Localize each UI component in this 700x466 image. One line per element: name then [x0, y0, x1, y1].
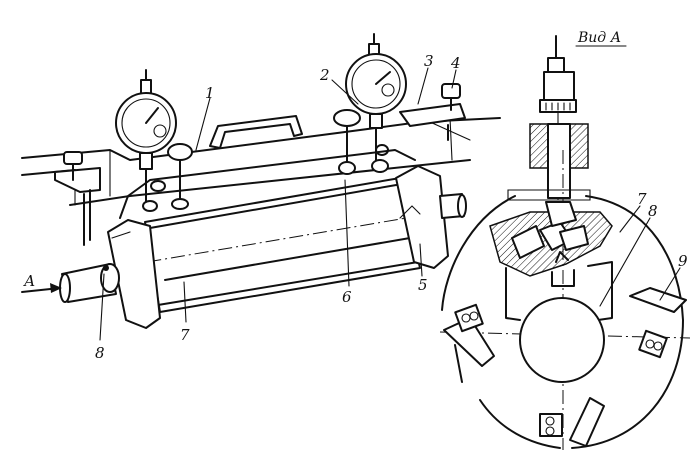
housing-section: [507, 123, 591, 201]
left-shaft: [59, 263, 120, 303]
view-a-label-8: 8: [648, 202, 658, 220]
left-adjust-knob: [63, 151, 83, 165]
label-2: 2: [319, 66, 330, 84]
view-a-label-9: 9: [678, 252, 688, 270]
view-a: Вид А: [439, 30, 691, 450]
view-a-leaders: [599, 205, 681, 307]
probe-frame: [119, 149, 416, 219]
leader-lines: [99, 67, 457, 341]
right-adjust-knob: [441, 83, 461, 99]
label-7: 7: [180, 326, 190, 344]
knife-holder-left: [443, 303, 495, 367]
dial-indicator-2: [345, 33, 407, 163]
label-6: 6: [342, 288, 352, 306]
view-a-title: Вид А: [577, 30, 621, 46]
right-bracket: [399, 83, 466, 141]
view-arrow-a: А: [21, 272, 62, 293]
direction-label: А: [23, 272, 35, 290]
carry-handle: [209, 115, 303, 149]
label-1: 1: [205, 84, 215, 102]
label-4: 4: [450, 54, 461, 72]
label-8: 8: [95, 344, 105, 362]
right-shaft: [399, 193, 467, 219]
small-dial-right: [333, 109, 361, 167]
label-5: 5: [418, 276, 428, 294]
knife-holder-bottom: [539, 397, 605, 447]
roll-body: [99, 177, 431, 313]
left-bracket: [54, 151, 101, 246]
clamp-section: [489, 201, 613, 277]
label-3: 3: [424, 52, 434, 70]
mandrel-section: [519, 297, 605, 383]
right-flange: [395, 165, 449, 269]
inner-cavity: [505, 251, 613, 321]
knife-holder-right: [629, 287, 687, 359]
dial-indicator-1: [115, 69, 177, 206]
dial-stem: [539, 35, 577, 201]
assembly-view: А 1 2 3 4 5 6 7 8: [21, 33, 501, 362]
small-dial-left: [167, 143, 193, 199]
view-a-label-7: 7: [637, 190, 647, 208]
left-flange: [107, 219, 161, 329]
